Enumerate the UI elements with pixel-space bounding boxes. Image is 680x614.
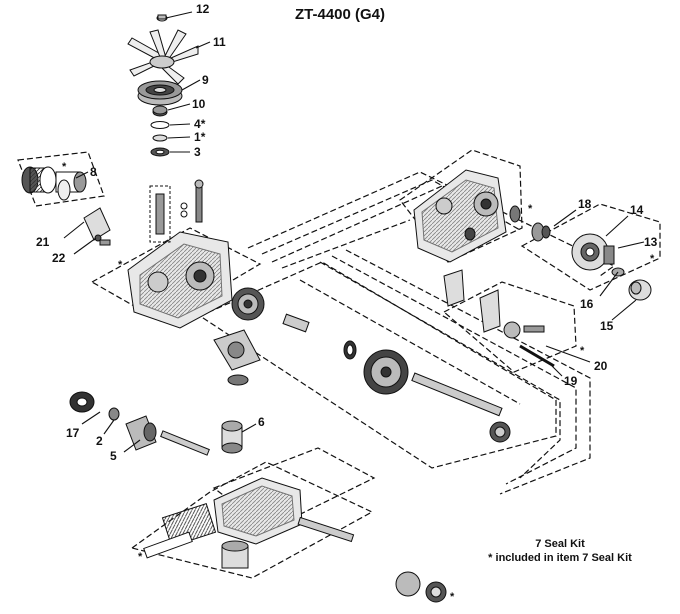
callout-11: 11	[213, 35, 226, 49]
center-section-frame	[130, 461, 374, 579]
callout-labels: 12 11 9 10 4* 1* 3 8 21 22 18 14 13 16 1…	[36, 2, 658, 463]
right-housing	[413, 169, 521, 263]
seal-kit-included-line: * included in item 7 Seal Kit	[488, 552, 632, 564]
lower-left-parts	[69, 391, 243, 456]
differential-block	[213, 329, 261, 386]
pulley-9	[137, 80, 183, 106]
callout-13: 13	[644, 235, 658, 249]
diagram-title: ZT-4400 (G4)	[294, 6, 386, 23]
brake-frame	[520, 203, 661, 291]
coupler-6	[221, 420, 243, 454]
asterisk-center: *	[138, 551, 143, 563]
callout-3: 3	[194, 145, 201, 159]
callout-1: 1*	[194, 130, 206, 144]
callout-15: 15	[600, 319, 614, 333]
gear-upper	[231, 287, 265, 321]
asterisk-brake: *	[650, 253, 655, 265]
seal-3	[150, 147, 170, 157]
outer-rail-6	[345, 249, 591, 495]
asterisk-bottom: *	[450, 591, 455, 603]
right-housing-frame	[399, 149, 523, 263]
callout-14: 14	[630, 203, 644, 217]
callout-2: 2	[96, 434, 103, 448]
seal-kit-note: 7 Seal Kit * included in item 7 Seal Kit	[470, 537, 650, 565]
ring-1	[152, 134, 168, 142]
asterisk-filter: *	[62, 161, 67, 173]
callout-12: 12	[196, 2, 210, 16]
nut-10	[152, 105, 168, 117]
callout-5: 5	[110, 449, 117, 463]
gear-bottom-right	[395, 571, 447, 603]
callout-22: 22	[52, 251, 66, 265]
left-housing-frame	[90, 227, 262, 323]
callout-21: 21	[36, 235, 50, 249]
callout-10: 10	[192, 97, 206, 111]
ring-4	[150, 121, 170, 129]
gear-chain	[213, 287, 511, 443]
nut-12	[156, 14, 168, 22]
center-section	[143, 477, 447, 603]
brake-parts	[531, 222, 652, 301]
callout-17: 17	[66, 426, 80, 440]
asterisk-lever: *	[580, 345, 585, 357]
rail-left-1	[281, 219, 411, 269]
fan-11	[127, 29, 199, 85]
lever-frame	[442, 281, 577, 373]
callout-16: 16	[580, 297, 594, 311]
hub-5	[125, 415, 157, 451]
washer-2	[108, 407, 120, 421]
callout-20: 20	[594, 359, 608, 373]
seal-17	[69, 391, 95, 413]
asterisk-right: *	[528, 203, 533, 215]
filter-assembly	[21, 166, 87, 201]
callout-18: 18	[578, 197, 592, 211]
left-housing	[127, 179, 233, 329]
outer-rail-4	[319, 261, 561, 479]
bracket-21-22	[83, 207, 111, 246]
rail-bottom-link	[299, 279, 521, 405]
callout-8: 8	[90, 165, 97, 179]
callout-9: 9	[202, 73, 209, 87]
asterisk-housing: *	[118, 259, 123, 271]
fan-assembly	[127, 14, 199, 157]
outer-rail-1	[247, 171, 616, 277]
leader-lines	[63, 11, 645, 453]
seal-kit-line: 7 Seal Kit	[535, 538, 585, 550]
outer-rail-5	[331, 255, 577, 485]
callout-19: 19	[564, 374, 578, 388]
callout-6: 6	[258, 415, 265, 429]
gear-frame	[198, 261, 557, 469]
dashed-boundaries	[17, 149, 661, 579]
lever-parts	[443, 269, 555, 368]
callout-4: 4*	[194, 117, 206, 131]
gear-large	[363, 349, 409, 395]
gear-small-right	[489, 421, 511, 443]
outer-rail-3	[271, 185, 443, 263]
asterisk-marks: * * * * * * *	[62, 161, 655, 603]
bearing-mid	[343, 340, 357, 360]
